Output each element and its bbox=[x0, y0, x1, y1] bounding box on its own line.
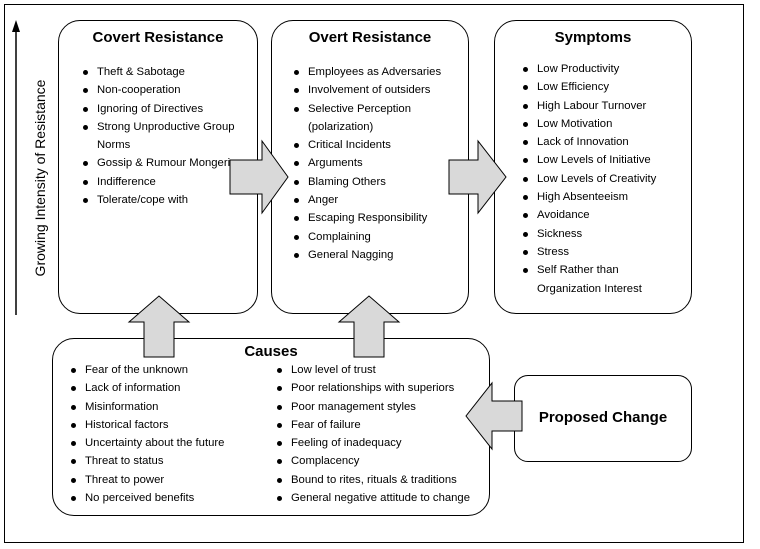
cause-item: Threat to status bbox=[71, 452, 266, 470]
overt-resistance-item: Arguments bbox=[294, 154, 464, 172]
diagram-frame bbox=[4, 4, 744, 543]
covert-resistance-item: Tolerate/cope with bbox=[83, 191, 248, 209]
cause-item: Misinformation bbox=[71, 398, 266, 416]
symptom-item: Avoidance bbox=[523, 206, 683, 224]
symptom-item: Low Levels of Creativity bbox=[523, 170, 683, 188]
cause-item: Uncertainty about the future bbox=[71, 434, 266, 452]
cause-item: Fear of the unknown bbox=[71, 361, 266, 379]
symptom-item: Sickness bbox=[523, 225, 683, 243]
cause-item: Historical factors bbox=[71, 416, 266, 434]
covert-resistance-item: Indifference bbox=[83, 173, 248, 191]
axis-label: Growing Intensity of Resistance bbox=[32, 79, 48, 277]
covert-resistance-item: Gossip & Rumour Mongering bbox=[83, 154, 248, 172]
covert-resistance-item: Theft & Sabotage bbox=[83, 63, 248, 81]
symptoms-title: Symptoms bbox=[554, 29, 632, 46]
overt-resistance-box: Overt Resistance Employees as Adversarie… bbox=[271, 20, 469, 314]
cause-item: Low level of trust bbox=[277, 361, 487, 379]
symptom-item: Low Productivity bbox=[523, 60, 683, 78]
cause-item: General negative attitude to change bbox=[277, 489, 487, 507]
proposed-change-box: Proposed Change bbox=[514, 375, 692, 462]
symptom-item: Low Motivation bbox=[523, 115, 683, 133]
cause-item: No perceived benefits bbox=[71, 489, 266, 507]
cause-item: Bound to rites, rituals & traditions bbox=[277, 471, 487, 489]
overt-resistance-item: Blaming Others bbox=[294, 173, 464, 191]
overt-resistance-item: Employees as Adversaries bbox=[294, 63, 464, 81]
covert-resistance-item: Strong Unproductive Group Norms bbox=[83, 118, 248, 155]
overt-resistance-item: Complaining bbox=[294, 228, 464, 246]
symptom-item: High Absenteeism bbox=[523, 188, 683, 206]
cause-item: Fear of failure bbox=[277, 416, 487, 434]
overt-resistance-item: General Nagging bbox=[294, 246, 464, 264]
symptom-item: Lack of Innovation bbox=[523, 133, 683, 151]
overt-resistance-item: Anger bbox=[294, 191, 464, 209]
overt-resistance-title: Overt Resistance bbox=[308, 29, 432, 46]
cause-item: Poor relationships with superiors bbox=[277, 379, 487, 397]
overt-resistance-item: Selective Perception (polarization) bbox=[294, 100, 464, 137]
cause-item: Complacency bbox=[277, 452, 487, 470]
symptom-item: High Labour Turnover bbox=[523, 97, 683, 115]
symptom-item: Low Efficiency bbox=[523, 78, 683, 96]
symptom-item: Low Levels of Initiative bbox=[523, 151, 683, 169]
cause-item: Poor management styles bbox=[277, 398, 487, 416]
cause-item: Feeling of inadequacy bbox=[277, 434, 487, 452]
overt-resistance-item: Involvement of outsiders bbox=[294, 81, 464, 99]
causes-title: Causes bbox=[244, 343, 298, 360]
symptom-item: Stress bbox=[523, 243, 683, 261]
symptom-item: Self Rather than Organization Interest bbox=[523, 261, 683, 298]
overt-resistance-item: Critical Incidents bbox=[294, 136, 464, 154]
proposed-change-title: Proposed Change bbox=[538, 409, 668, 426]
covert-resistance-item: Ignoring of Directives bbox=[83, 100, 248, 118]
covert-resistance-item: Non-cooperation bbox=[83, 81, 248, 99]
cause-item: Lack of information bbox=[71, 379, 266, 397]
overt-resistance-item: Escaping Responsibility bbox=[294, 209, 464, 227]
cause-item: Threat to power bbox=[71, 471, 266, 489]
covert-resistance-title: Covert Resistance bbox=[92, 29, 224, 46]
